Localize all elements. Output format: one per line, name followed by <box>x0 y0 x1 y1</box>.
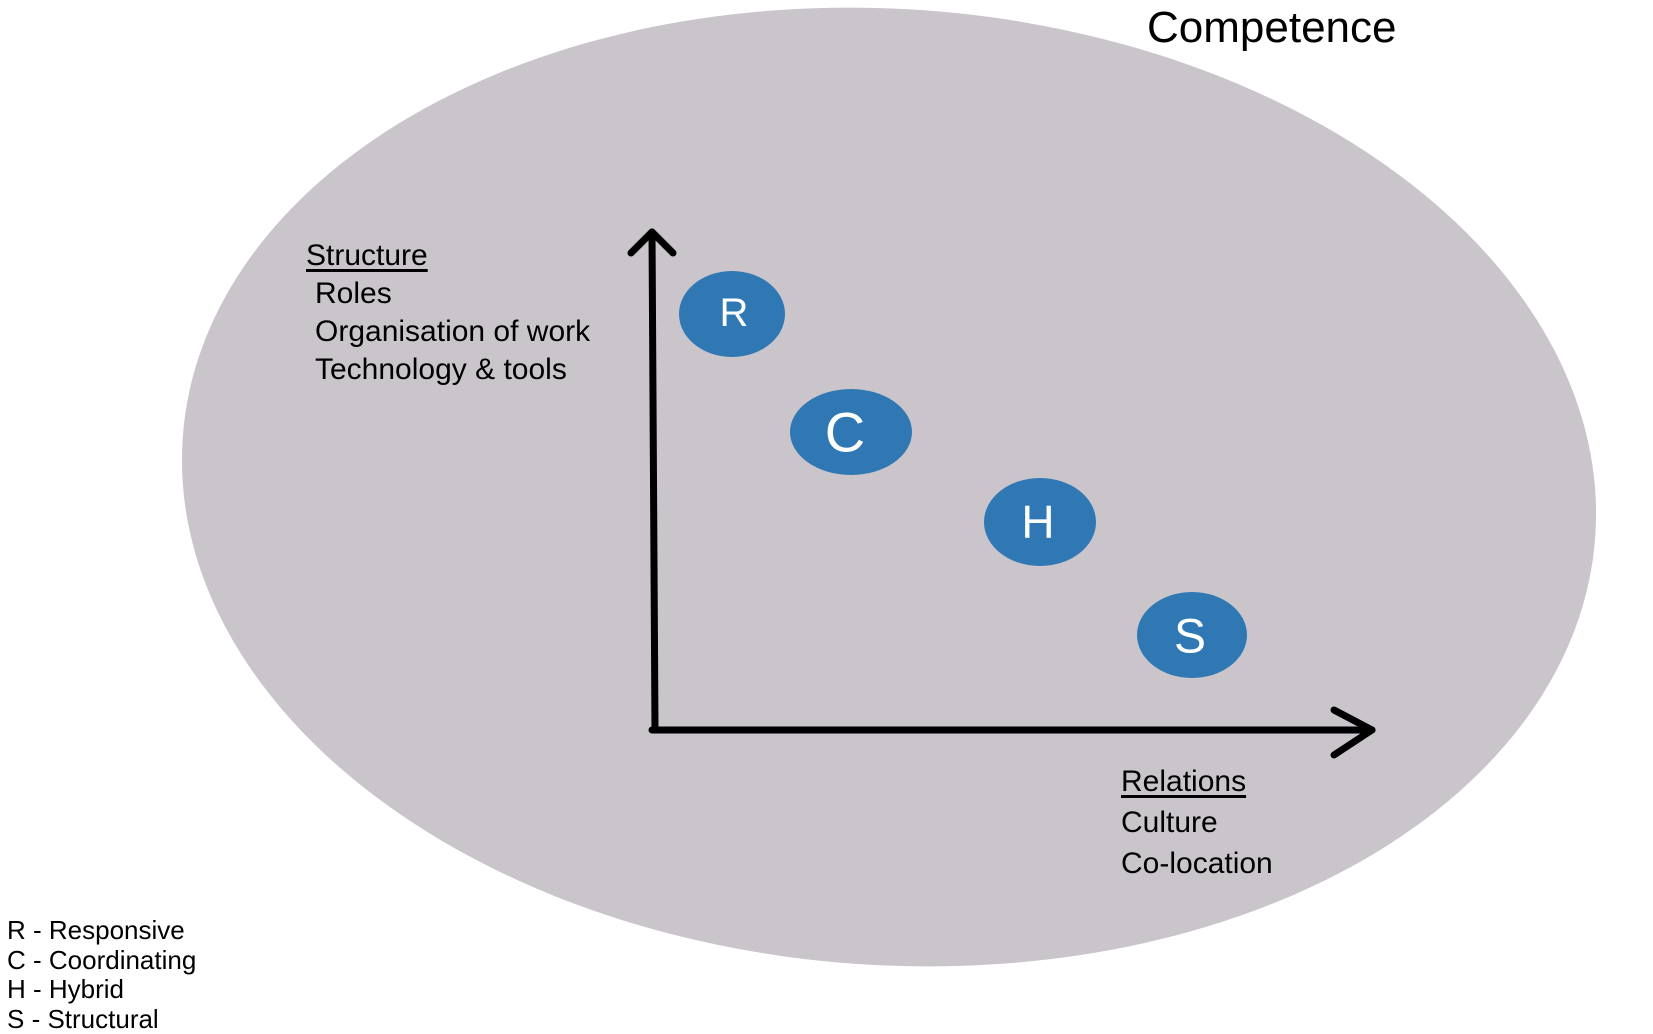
node-H: H <box>984 478 1096 566</box>
competence-ellipse <box>181 7 1597 967</box>
node-S-label: S <box>1174 611 1206 664</box>
legend-item: R - Responsive <box>7 915 185 945</box>
y-axis-arrowhead <box>627 228 677 257</box>
node-C: C <box>790 389 912 475</box>
node-R-circle <box>679 271 785 357</box>
node-H-circle <box>984 478 1096 566</box>
legend-item: S - Structural <box>7 1003 159 1034</box>
structure-block: Structure Roles Organisation of work Tec… <box>306 237 590 389</box>
node-R: R <box>679 271 785 357</box>
relations-item: Culture <box>1121 806 1218 839</box>
node-C-label: C <box>825 401 865 464</box>
legend: R - Responsive C - Coordinating H - Hybr… <box>7 915 197 1034</box>
node-S: S <box>1137 592 1247 678</box>
structure-item: Technology & tools <box>315 353 567 386</box>
x-axis-arrowhead <box>1330 706 1376 759</box>
node-S-circle <box>1137 592 1247 678</box>
structure-item: Roles <box>315 277 392 310</box>
relations-heading: Relations <box>1121 765 1247 798</box>
structure-item: Organisation of work <box>315 315 591 348</box>
node-H-label: H <box>1021 496 1054 548</box>
legend-item: H - Hybrid <box>7 974 125 1004</box>
relations-block: Relations Culture Co-location <box>1121 761 1273 884</box>
node-C-circle <box>790 389 912 475</box>
relations-item: Co-location <box>1121 847 1273 880</box>
y-axis <box>648 228 659 734</box>
legend-item: C - Coordinating <box>7 944 197 975</box>
competence-title: Competence <box>1147 3 1397 52</box>
axes <box>627 228 1376 759</box>
node-R-label: R <box>720 291 749 335</box>
structure-heading: Structure <box>306 239 428 272</box>
